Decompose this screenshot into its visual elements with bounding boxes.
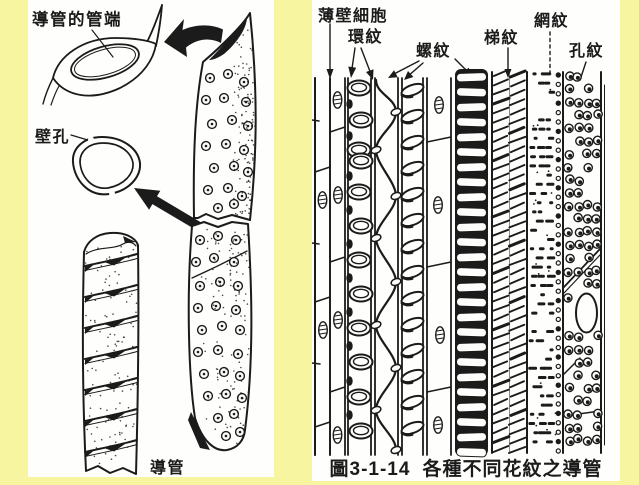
parenchyma-column-1 — [314, 77, 346, 456]
spiral-vessel-column-loose — [370, 77, 402, 456]
vessel-detail-drawing — [42, 4, 257, 475]
reticulate-vessel-column — [528, 72, 561, 454]
vessel-label: 導管 — [150, 460, 186, 477]
pit-ring-drawing — [70, 134, 142, 197]
curved-arrow-top — [164, 19, 223, 57]
spiral-vessel-column-coiled — [400, 77, 425, 456]
spiral-label: 螺紋 — [416, 43, 452, 60]
pit-label: 壁孔 — [35, 129, 71, 146]
pitted-vessel-bottom-segment — [187, 221, 253, 452]
pitted-vessel-top-segment — [192, 12, 257, 221]
scalariform-vessel-column — [490, 69, 528, 454]
spiral-vessel-column-dense — [455, 69, 488, 458]
vessel-pattern-columns-drawing — [312, 23, 605, 458]
figure-title: 各種不同花紋之導管 — [422, 459, 603, 480]
vessel-end-label: 導管的管端 — [32, 11, 122, 29]
right-illustration-panel: 薄壁細胞 環紋 螺紋 梯紋 網紋 孔紋 圖3-1-14 各種不同花紋之導管 — [312, 0, 620, 481]
figure-number: 圖3-1-14 — [329, 459, 411, 480]
left-illustration-panel: 導管的管端 壁孔 導管 — [28, 0, 274, 477]
straight-arrow-middle — [134, 188, 208, 234]
parenchyma-column-2 — [426, 77, 452, 456]
figure-caption: 圖3-1-14 各種不同花紋之導管 — [312, 454, 620, 481]
left-border-cell-wall — [312, 77, 321, 456]
annular-label: 環紋 — [348, 29, 384, 46]
pitted-vessel-column — [562, 71, 605, 454]
label-pointer-arrows — [326, 23, 587, 81]
pitted-label: 孔紋 — [569, 43, 605, 60]
scalariform-label: 梯紋 — [484, 30, 520, 47]
reticulate-label: 網紋 — [534, 13, 570, 30]
annular-vessel-column — [346, 77, 374, 456]
spiral-vessel-drawing — [81, 231, 140, 475]
parenchyma-label: 薄壁細胞 — [318, 8, 389, 25]
vessel-end-drawing — [42, 4, 163, 106]
